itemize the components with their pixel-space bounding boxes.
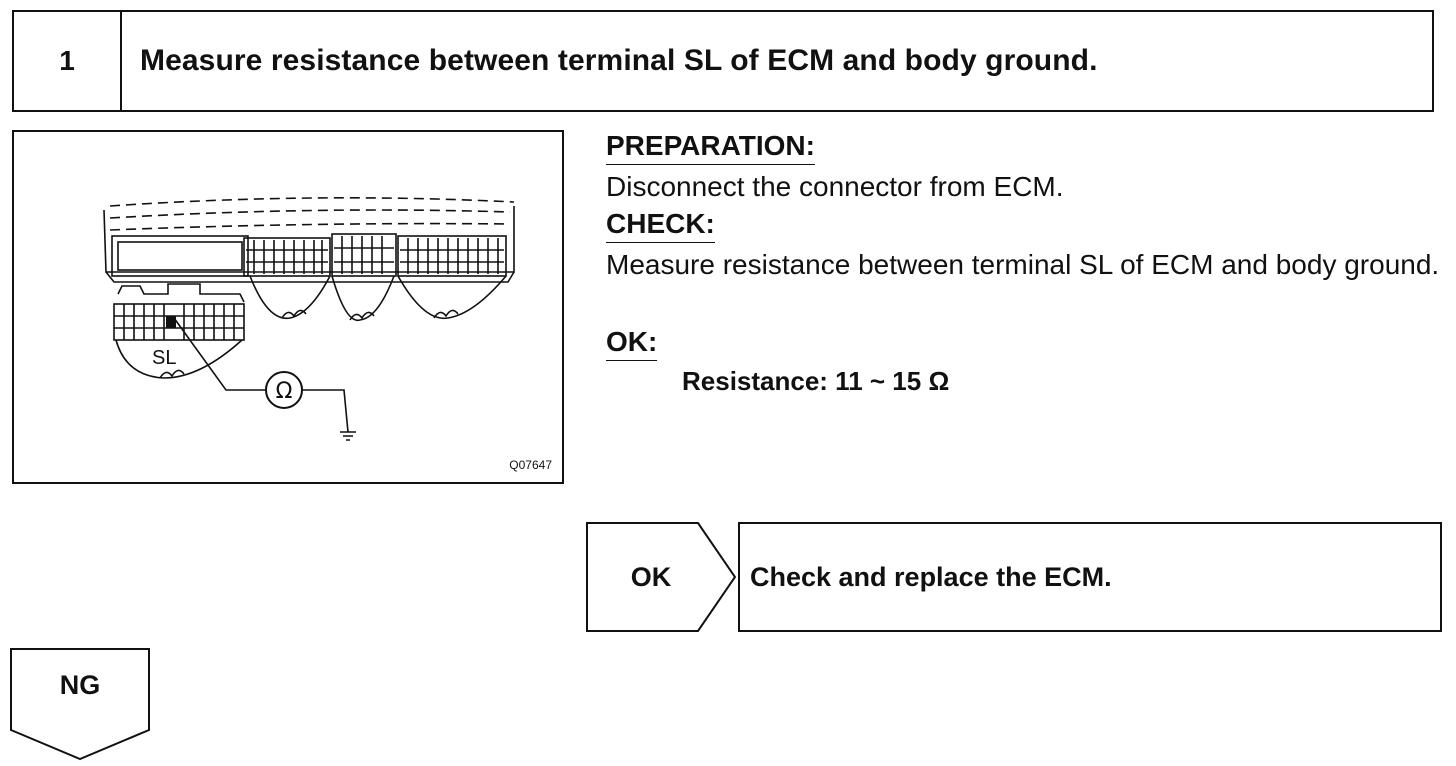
step-title: Measure resistance between terminal SL o… <box>140 44 1098 77</box>
check-heading: CHECK: <box>606 208 715 243</box>
preparation-heading: PREPARATION: <box>606 130 815 165</box>
ok-label: OK <box>630 561 672 592</box>
ng-result-arrow: NG <box>10 648 150 760</box>
ecm-connector-illustration: Ω SL Q07647 <box>12 130 564 484</box>
ok-heading: OK: <box>606 326 658 361</box>
preparation-text: Disconnect the connector from ECM. <box>606 171 1064 202</box>
ecm-diagram: Ω SL <box>103 197 515 441</box>
ok-action-box: Check and replace the ECM. <box>738 522 1442 632</box>
sl-terminal <box>166 316 176 328</box>
figure-code: Q07647 <box>509 458 552 472</box>
step-number: 1 <box>14 12 122 110</box>
ok-value: Resistance: 11 ~ 15 Ω <box>682 366 950 396</box>
ohmmeter-icon <box>265 371 303 409</box>
check-text: Measure resistance between terminal SL o… <box>606 249 1440 280</box>
ok-result-arrow: OK <box>586 522 736 632</box>
step-header: 1 Measure resistance between terminal SL… <box>12 10 1434 112</box>
ng-arrow-shape <box>10 648 150 760</box>
ng-label: NG <box>59 670 101 700</box>
ohm-symbol: Ω <box>276 379 293 404</box>
terminal-sl-label: SL <box>152 347 176 369</box>
ok-arrow-shape <box>586 522 736 632</box>
